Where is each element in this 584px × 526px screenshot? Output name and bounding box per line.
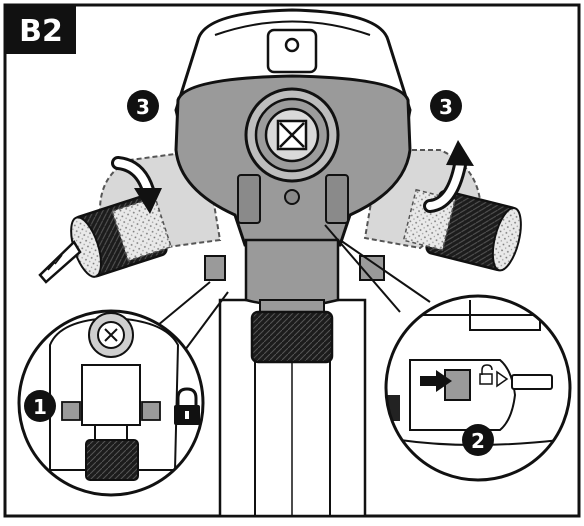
callout-line (184, 291, 229, 351)
step-marker-1: 1 (24, 390, 56, 422)
badge-label: B2 (19, 14, 63, 49)
badge-b2: B2 (6, 6, 76, 54)
step-marker-2: 2 (462, 424, 494, 456)
unlock-icon (479, 364, 509, 388)
zoom-detail-lock (17, 309, 205, 497)
swivel-head (174, 74, 412, 364)
step-number: 3 (136, 95, 150, 119)
step-marker-3-left: 3 (127, 90, 159, 122)
step-marker-3-right: 3 (430, 90, 462, 122)
lock-icon (174, 387, 200, 425)
callout-line (339, 239, 431, 303)
curved-arrow-down-icon (111, 156, 162, 214)
curved-arrow-up-icon (423, 140, 474, 213)
zoom-detail-unlock (384, 294, 572, 482)
step-number: 2 (471, 429, 485, 453)
step-number: 3 (439, 95, 453, 119)
callout-line (324, 224, 401, 313)
step-number: 1 (33, 395, 47, 419)
arrow-right-icon (420, 370, 452, 392)
